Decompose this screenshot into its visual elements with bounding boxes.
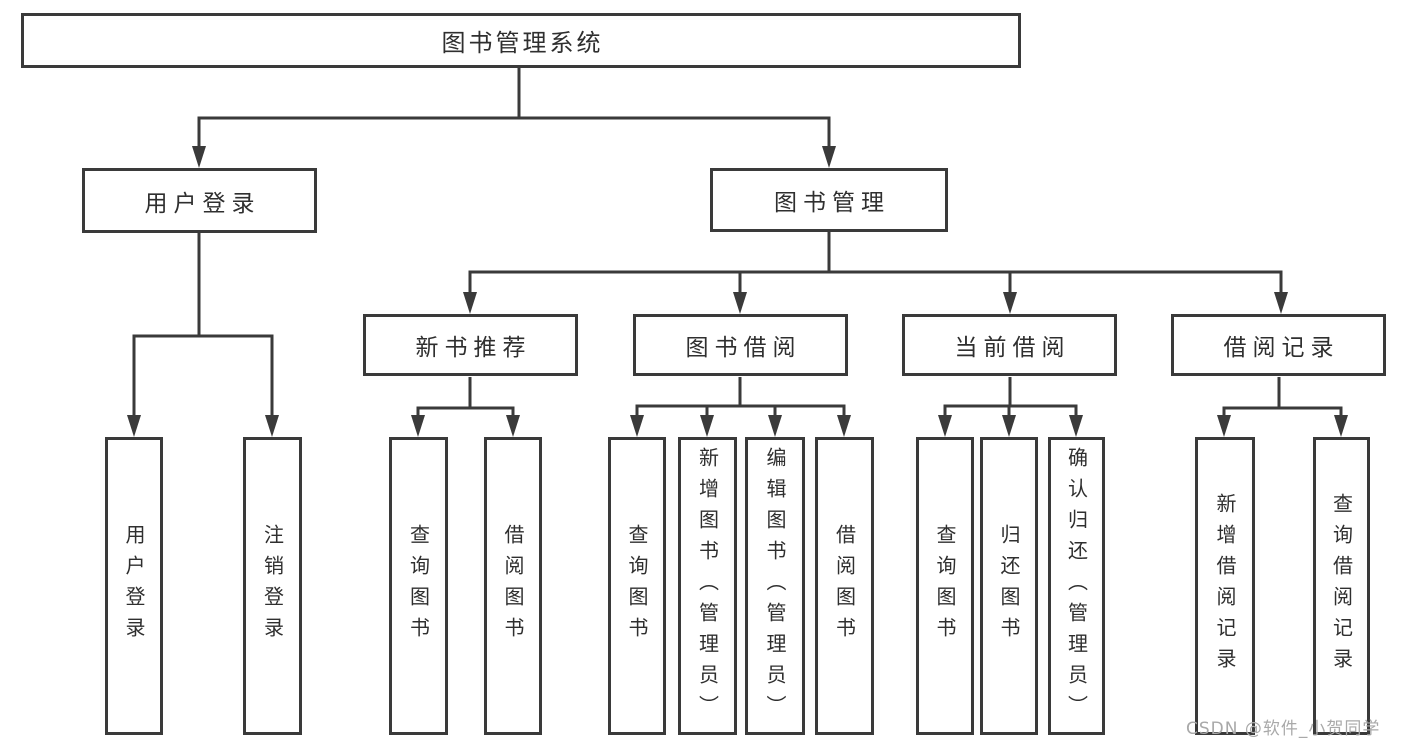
leaf-add-books-admin: 新增图书（管理员）: [678, 437, 737, 735]
node-book-management: 图书管理: [710, 168, 948, 232]
leaf-add-borrow-record: 新增借阅记录: [1195, 437, 1255, 735]
leaf-user-login: 用户登录: [105, 437, 163, 735]
leaf-logout: 注销登录: [243, 437, 302, 735]
node-user-login: 用户登录: [82, 168, 317, 233]
watermark: CSDN @软件_小贺同学: [1186, 719, 1381, 739]
node-book-borrowing: 图书借阅: [633, 314, 848, 376]
arrowheads: [127, 146, 1348, 437]
leaf-query-borrow-record: 查询借阅记录: [1313, 437, 1370, 735]
leaf-borrow-books-borrowing: 借阅图书: [815, 437, 874, 735]
leaf-edit-books-admin: 编辑图书（管理员）: [745, 437, 805, 735]
leaf-query-books-current: 查询图书: [916, 437, 974, 735]
node-library-management-system: 图书管理系统: [21, 13, 1021, 68]
leaf-query-books-borrowing: 查询图书: [608, 437, 666, 735]
node-borrowing-records: 借阅记录: [1171, 314, 1386, 376]
leaf-return-books: 归还图书: [980, 437, 1038, 735]
node-new-book-recommendation: 新书推荐: [363, 314, 578, 376]
leaf-confirm-return-admin: 确认归还（管理员）: [1048, 437, 1105, 735]
node-current-borrowing: 当前借阅: [902, 314, 1117, 376]
leaf-borrow-books-recommend: 借阅图书: [484, 437, 542, 735]
leaf-query-books-recommend: 查询图书: [389, 437, 448, 735]
